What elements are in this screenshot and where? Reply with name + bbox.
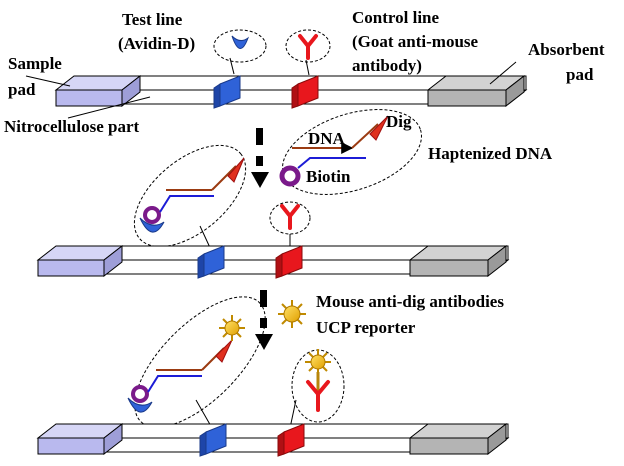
goat-antibody-callout	[285, 29, 331, 63]
test-line-pointer	[229, 57, 235, 75]
dna-label: DNA	[308, 129, 346, 148]
absorbent-pad-pointer	[489, 61, 517, 85]
captured-complex-callout	[133, 144, 247, 248]
haptenized-dna-label: Haptenized DNA	[428, 144, 553, 163]
strip-3-sample-pad	[36, 422, 124, 456]
strip-2-test-line	[197, 245, 225, 279]
strip-1-absorbent-pad	[426, 74, 526, 108]
antibody-label: antibody)	[352, 56, 422, 75]
strip-1-control-line	[291, 75, 319, 109]
ucp-reporter-icon	[278, 300, 306, 328]
strip-3-test-line	[199, 423, 227, 457]
absorbent-label: Absorbent	[528, 40, 605, 59]
sample-label: Sample	[8, 54, 62, 73]
control-line-label: Control line	[352, 8, 440, 27]
biotin-icon	[279, 165, 301, 187]
strip-1-test-line	[213, 75, 241, 109]
strip-2	[36, 244, 510, 279]
test-line-label: Test line	[122, 10, 183, 29]
strip-1	[54, 74, 528, 109]
ucp-reporter-label: UCP reporter	[316, 318, 416, 337]
step-arrow-1	[251, 128, 269, 188]
captured-pointer-3	[195, 399, 213, 429]
control-line-pointer	[305, 59, 310, 76]
sample-pad-label: pad	[8, 80, 36, 99]
antibody-callout-2	[269, 201, 311, 235]
strip-3	[36, 422, 510, 457]
mouse-anti-dig-label: Mouse anti-dig antibodies	[316, 292, 504, 311]
avidin-callout	[213, 29, 267, 63]
captured-complex-icon-1	[139, 157, 245, 233]
strip-2-sample-pad	[36, 244, 124, 278]
captured-complex-icon-3	[127, 315, 245, 413]
nitrocellulose-label: Nitrocellulose part	[4, 117, 140, 136]
antibody-icon-2	[280, 204, 300, 230]
sample-pad-pointer	[25, 75, 71, 87]
nitrocellulose-pointer	[67, 96, 151, 119]
absorbent-pad-label: pad	[566, 65, 594, 84]
strip-2-absorbent-pad	[408, 244, 508, 278]
strip-1-sample-pad	[54, 74, 142, 108]
strip-3-absorbent-pad	[408, 422, 508, 456]
control-complex-icon-3	[305, 349, 331, 412]
biotin-label: Biotin	[306, 167, 351, 186]
strip-3-control-line	[277, 423, 305, 457]
captured-complex-callout-3	[134, 296, 266, 428]
goat-anti-mouse-label: (Goat anti-mouse	[352, 32, 479, 51]
avidin-label: (Avidin-D)	[118, 34, 195, 53]
control-pointer-3	[289, 399, 297, 429]
avidin-icon	[231, 35, 250, 49]
antibody-icon	[298, 34, 318, 60]
haptenized-dna-icon	[279, 115, 389, 187]
dig-label: Dig	[386, 112, 412, 131]
step-arrow-2	[255, 290, 273, 350]
strip-2-control-line	[275, 245, 303, 279]
